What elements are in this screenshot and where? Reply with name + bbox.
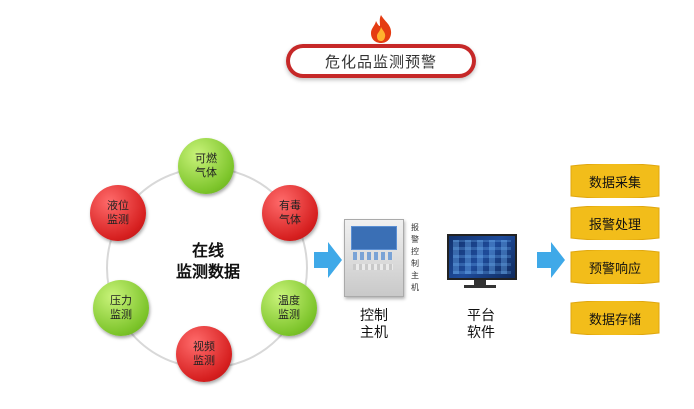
monitor-screen [447, 234, 517, 280]
node-pressure: 压力 监测 [93, 280, 149, 336]
monitor-stand [474, 280, 486, 286]
center-label: 在线 监测数据 [160, 240, 256, 282]
scroll-banner-shape [570, 250, 660, 284]
platform-label: 平台 软件 [467, 308, 495, 341]
controller-buttons [353, 252, 393, 260]
center-label-line2: 监测数据 [175, 262, 240, 281]
node-liquid-level: 液位 监测 [90, 185, 146, 241]
controller-device [344, 219, 404, 297]
controller-screen [351, 226, 397, 250]
output-banner: 数据采集 [569, 164, 661, 198]
node-temperature: 温度 监测 [261, 280, 317, 336]
node-video: 视频 监测 [176, 326, 232, 382]
output-banner: 预警响应 [569, 250, 661, 284]
output-banner: 报警处理 [569, 206, 661, 240]
controller-panel [353, 264, 393, 270]
output-label: 报警处理 [588, 217, 641, 233]
controller-vertical-text: 报警控制主机 [411, 223, 419, 292]
title-banner: 危化品监测预警 [286, 44, 476, 78]
controller-label: 控制 主机 [360, 308, 388, 341]
output-label: 数据采集 [588, 175, 641, 191]
scroll-banner-shape [570, 164, 660, 198]
flame-icon [371, 15, 392, 43]
node-combustible-gas: 可燃 气体 [178, 138, 234, 194]
scroll-banner-shape [570, 206, 660, 240]
center-label-line1: 在线 [191, 241, 224, 260]
output-label: 数据存储 [588, 312, 641, 328]
output-banner: 数据存储 [569, 301, 661, 335]
scroll-banner-shape [570, 301, 660, 335]
output-label: 预警响应 [588, 261, 641, 277]
arrow-right-icon [314, 242, 342, 278]
arrow-right-icon [537, 242, 565, 278]
monitor-dashboard [453, 240, 511, 274]
monitor-base [464, 285, 496, 288]
page-title: 危化品监测预警 [290, 48, 472, 74]
node-toxic-gas: 有毒 气体 [262, 185, 318, 241]
